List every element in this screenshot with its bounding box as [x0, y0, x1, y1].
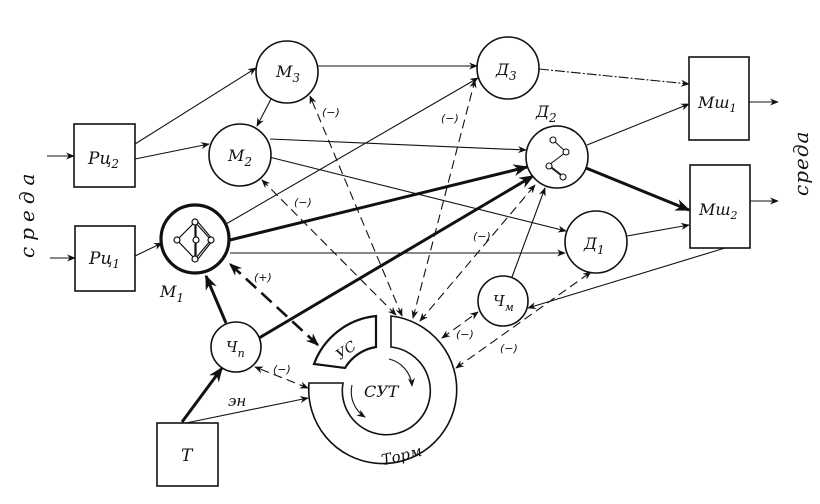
node-msh1-label: Мш1 — [697, 93, 737, 115]
node-m1-label: М1 — [159, 282, 184, 305]
edge-d3-msh1 — [538, 68, 690, 87]
edge-sut-d2 — [419, 184, 536, 322]
sut-ring: СУТ УС Торм — [307, 314, 458, 469]
edge-d1-msh2 — [626, 222, 690, 237]
node-d3[interactable]: Д3 — [476, 36, 540, 100]
node-d3-label: Д3 — [495, 60, 517, 83]
node-d2-label: Д2 — [535, 102, 557, 125]
label-minus-d1: (−) — [500, 342, 518, 355]
node-chm-label: Чм — [493, 292, 514, 314]
edge-sut-chp — [254, 366, 309, 389]
node-d1-label: Д1 — [583, 234, 605, 257]
edge-rc2-m3 — [134, 67, 257, 145]
torm-segment — [307, 315, 458, 465]
diamond-graph-icon — [173, 218, 215, 263]
node-m2[interactable]: М2 — [208, 123, 272, 187]
edge-sut-m3 — [309, 95, 403, 317]
edge-m2-d2 — [269, 138, 527, 154]
label-energy: эн — [228, 392, 246, 410]
node-chm[interactable]: Чм — [477, 275, 529, 327]
edge-d2-msh2 — [585, 166, 691, 212]
node-m3[interactable]: М3 — [255, 40, 319, 104]
node-rc1[interactable]: Рц1 — [74, 225, 136, 292]
edge-chm-d2 — [511, 187, 546, 278]
env-label-right: среда — [789, 131, 813, 196]
label-minus-chm: (−) — [456, 328, 474, 341]
node-m2-label: М2 — [227, 146, 252, 169]
edge-t-torm — [185, 396, 309, 424]
node-m3-label: М3 — [275, 62, 300, 85]
node-t[interactable]: Т — [156, 422, 219, 487]
edge-rc2-m2 — [134, 142, 210, 160]
env-label-left: среда — [15, 168, 39, 258]
node-d1[interactable]: Д1 — [564, 210, 628, 274]
edge-d2-msh1 — [586, 103, 690, 146]
edge-chp-m1 — [204, 274, 228, 324]
zigzag-graph-icon — [545, 136, 570, 181]
label-minus-chp: (−) — [273, 363, 291, 376]
edge-sut-m2 — [261, 179, 397, 316]
node-msh1[interactable]: Мш1 — [688, 56, 750, 141]
node-rc2[interactable]: Рц2 — [73, 123, 136, 188]
node-rc1-label: Рц1 — [88, 249, 120, 271]
sut-arrow-left — [350, 384, 366, 418]
label-sut: СУТ — [364, 382, 400, 401]
label-minus-d3: (−) — [441, 112, 459, 125]
edge-labels: (+) (−) (−) (−) (−) (−) (−) (−) эн — [228, 106, 518, 410]
node-chp-label: Чп — [226, 338, 245, 360]
node-t-label: Т — [181, 446, 194, 466]
label-minus-d2: (−) — [473, 230, 491, 243]
edge-t-chp — [180, 366, 224, 423]
node-msh2[interactable]: Мш2 — [689, 164, 751, 249]
node-rc2-label: Рц2 — [87, 149, 119, 171]
edge-m3-m2 — [256, 98, 272, 127]
node-d2[interactable]: Д2 — [525, 102, 589, 189]
node-m1[interactable]: М1 — [159, 203, 231, 305]
node-msh2-label: Мш2 — [698, 200, 738, 222]
us-segment — [312, 314, 378, 370]
edge-sut-d3 — [411, 79, 477, 319]
label-plus-m1: (+) — [254, 271, 272, 284]
label-minus-m2: (−) — [294, 196, 312, 209]
sut-arrow-right — [388, 358, 415, 387]
edge-rc1-m1 — [134, 242, 163, 257]
edge-msh2-chm — [527, 247, 726, 310]
node-chp[interactable]: Чп — [210, 321, 262, 373]
edges — [47, 62, 779, 424]
label-minus-m3: (−) — [322, 106, 340, 119]
